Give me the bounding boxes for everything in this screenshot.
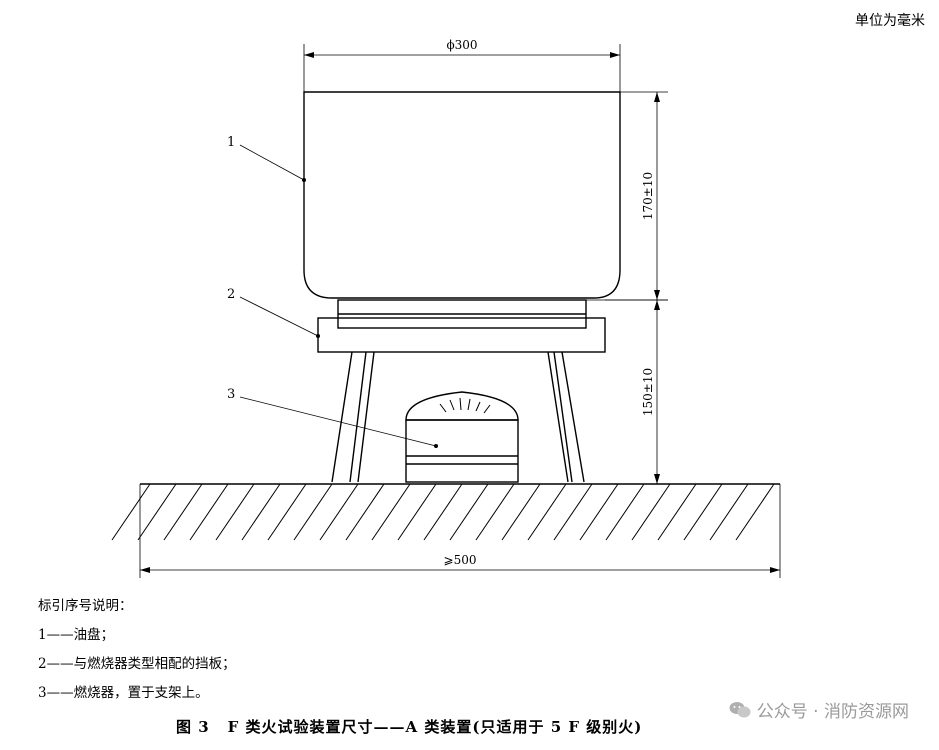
figure-caption: 图 3 F 类火试验装置尺寸——A 类装置(只适用于 5 F 级别火) — [176, 716, 642, 737]
legend-item: 3——燃烧器，置于支架上。 — [38, 685, 209, 701]
watermark-text: 公众号 · 消防资源网 — [756, 702, 909, 722]
leader-2 — [239, 296, 319, 337]
hatch-stroke — [683, 483, 723, 541]
hatch-stroke — [345, 483, 385, 541]
hatch-stroke — [605, 483, 645, 541]
hatch-stroke — [215, 483, 255, 541]
hatch-stroke — [579, 483, 619, 541]
legend-item: 1——油盘； — [38, 627, 115, 643]
hatch-stroke — [501, 483, 541, 541]
hatch-stroke — [111, 483, 151, 541]
ground-hatch — [111, 483, 775, 541]
hatch-stroke — [241, 483, 281, 541]
hatch-stroke — [267, 483, 307, 541]
oil-pan — [303, 91, 621, 299]
dim-label-base-width: ⩾500 — [444, 553, 477, 567]
hatch-stroke — [449, 483, 489, 541]
hatch-stroke — [371, 483, 411, 541]
apparatus-drawing: ϕ300 170±10 150±10 ⩾500 1 2 3 — [111, 38, 781, 578]
watermark: 公众号 · 消防资源网 — [729, 697, 909, 722]
unit-note: 单位为毫米 — [855, 13, 925, 29]
legend: 标引序号说明： 1——油盘； 2——与燃烧器类型相配的挡板； 3——燃烧器，置于… — [38, 592, 236, 708]
burner-dome — [405, 391, 519, 421]
hatch-stroke — [293, 483, 333, 541]
figure-number: 图 3 — [176, 718, 210, 736]
hatch-stroke — [709, 483, 749, 541]
callout-2: 2 — [227, 287, 235, 302]
hatch-stroke — [475, 483, 515, 541]
leader-1 — [239, 144, 305, 181]
hatch-stroke — [319, 483, 359, 541]
stand-leg-left — [331, 351, 375, 483]
legend-title: 标引序号说明： — [38, 598, 133, 614]
legend-item: 2——与燃烧器类型相配的挡板； — [38, 656, 236, 672]
wechat-icon — [729, 701, 751, 717]
leader-3 — [239, 396, 437, 447]
callout-3: 3 — [227, 387, 235, 402]
hatch-stroke — [527, 483, 567, 541]
hatch-stroke — [735, 483, 775, 541]
burner-body — [405, 419, 519, 483]
dim-label-diameter: ϕ300 — [446, 38, 477, 52]
hatch-stroke — [189, 483, 229, 541]
hatch-stroke — [553, 483, 593, 541]
figure-title: F 类火试验装置尺寸——A 类装置(只适用于 5 F 级别火) — [227, 718, 643, 736]
hatch-stroke — [163, 483, 203, 541]
hatch-stroke — [657, 483, 697, 541]
callout-1: 1 — [227, 135, 235, 150]
dim-label-stand-height: 150±10 — [641, 368, 655, 416]
hatch-stroke — [397, 483, 437, 541]
hatch-stroke — [137, 483, 177, 541]
hatch-stroke — [423, 483, 463, 541]
dim-label-pan-height: 170±10 — [641, 172, 655, 220]
baffle-plate — [317, 317, 606, 353]
hatch-stroke — [631, 483, 671, 541]
stand-leg-right — [547, 351, 585, 483]
